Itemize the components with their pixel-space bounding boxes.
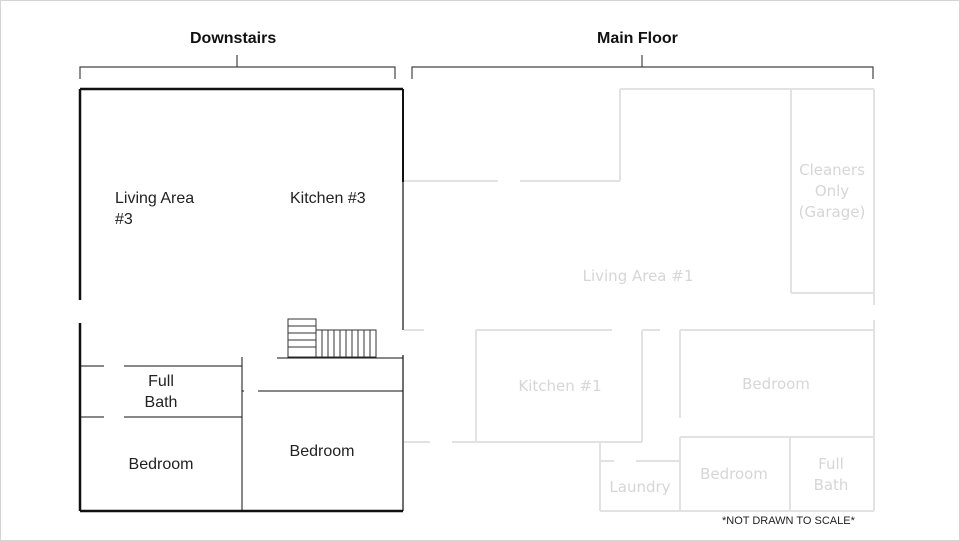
living-area-1-label: Living Area #1 xyxy=(582,267,694,285)
bedroom-downstairs-right-label: Bedroom xyxy=(289,443,355,460)
full-bath-main-label: Full Bath xyxy=(814,454,849,496)
full-bath-downstairs-line2: Bath xyxy=(144,394,178,411)
living-area-3-line1: Living Area xyxy=(115,190,195,207)
full-bath-main-line1: Full xyxy=(818,455,844,473)
kitchen-1-label: Kitchen #1 xyxy=(518,377,602,395)
living-area-3-line2: #3 xyxy=(115,211,133,228)
cleaners-line3: (Garage) xyxy=(798,203,866,221)
full-bath-downstairs-label: Full Bath xyxy=(145,371,178,413)
living-area-3-label: Living Area #3 xyxy=(115,188,194,230)
bedroom-main-bottom-label: Bedroom xyxy=(700,465,768,483)
full-bath-main-line2: Bath xyxy=(813,476,849,494)
cleaners-line1: Cleaners xyxy=(799,161,865,179)
full-bath-downstairs-line1: Full xyxy=(148,373,174,390)
downstairs-heading: Downstairs xyxy=(190,30,277,47)
downstairs-walls xyxy=(78,87,404,513)
stairs-icon xyxy=(287,318,377,358)
not-to-scale-note: *NOT DRAWN TO SCALE* xyxy=(722,515,855,527)
cleaners-only-garage-label: Cleaners Only (Garage) xyxy=(799,160,866,223)
bedroom-main-top-label: Bedroom xyxy=(742,375,810,393)
laundry-label: Laundry xyxy=(609,478,671,496)
kitchen-3-label: Kitchen #3 xyxy=(290,190,366,207)
main-floor-bracket xyxy=(411,55,874,79)
main-floor-walls xyxy=(404,88,875,512)
bedroom-downstairs-left-label: Bedroom xyxy=(128,456,194,473)
cleaners-line2: Only xyxy=(814,182,850,200)
downstairs-bracket xyxy=(79,55,396,79)
main-floor-heading: Main Floor xyxy=(597,30,678,47)
